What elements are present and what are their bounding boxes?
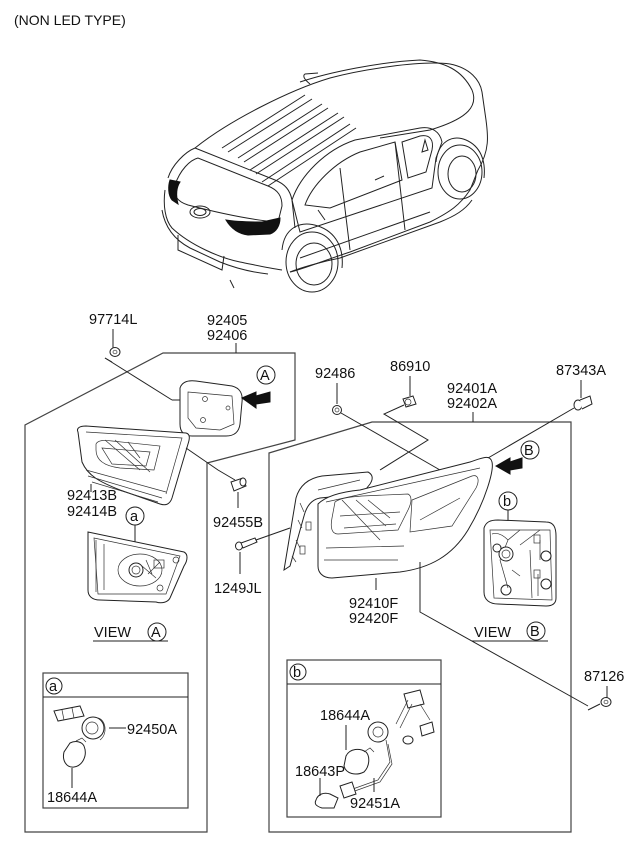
bolt-87343A: [573, 395, 593, 411]
outer-lamp-92410F: [317, 456, 493, 579]
callout-92402A[interactable]: 92402A: [447, 396, 497, 412]
nut-97714L: [109, 347, 121, 357]
view-b-marker: [526, 621, 546, 641]
view-b-housing: [483, 519, 557, 607]
detail-a-header-marker: [45, 677, 63, 695]
callout-92414B[interactable]: 92414B: [67, 504, 117, 520]
detail-b-header-marker: [289, 663, 307, 681]
bulb-18644A-a: [63, 737, 87, 768]
view-a-ref-letter: A: [260, 368, 270, 384]
vehicle-illustration: [161, 59, 489, 293]
view-b-arrow-icon: [494, 457, 523, 475]
view-b-letter: B: [530, 624, 540, 640]
callout-92405[interactable]: 92405: [207, 313, 247, 329]
view-b-label: VIEW: [474, 625, 511, 641]
callout-92486[interactable]: 92486: [315, 366, 355, 382]
detail-box-b: [286, 659, 442, 818]
callout-1249JL[interactable]: 1249JL: [214, 581, 262, 597]
callout-97714L[interactable]: 97714L: [89, 312, 137, 328]
bulb-18644A-b: [343, 747, 375, 775]
callout-92420F[interactable]: 92420F: [349, 611, 398, 627]
diagram-title: (NON LED TYPE): [14, 12, 126, 28]
outer-lamp-bracket: [268, 421, 572, 833]
inner-lamp-bracket: [24, 352, 296, 833]
callout-92413B[interactable]: 92413B: [67, 488, 117, 504]
callout-92406[interactable]: 92406: [207, 328, 247, 344]
nut-87126: [600, 697, 612, 707]
lamp-bracket-panel: [283, 471, 373, 572]
detail-a-letter: a: [130, 509, 139, 525]
detail-b-letter: b: [503, 494, 511, 510]
callout-87343A[interactable]: 87343A: [556, 363, 606, 379]
callout-87126[interactable]: 87126: [584, 669, 624, 685]
detail-b-header-letter: b: [293, 665, 301, 681]
callout-92451A[interactable]: 92451A: [350, 796, 400, 812]
callout-18644A-b[interactable]: 18644A: [320, 708, 370, 724]
screw-1249JL: [235, 537, 258, 551]
callout-18644A-a[interactable]: 18644A: [47, 790, 97, 806]
view-a-arrow-icon: [240, 391, 271, 409]
view-a-label: VIEW: [94, 625, 131, 641]
callout-18643P[interactable]: 18643P: [295, 764, 345, 780]
view-a-ref-marker: [256, 365, 276, 385]
callout-92455B[interactable]: 92455B: [213, 515, 263, 531]
view-a-letter: A: [151, 625, 161, 641]
bulb-18643P: [314, 792, 339, 809]
outer-lamp-group: 92401A 92402A 92486 86910 87343A B: [214, 359, 624, 833]
grommet-92455B: [230, 477, 247, 492]
clip-92486: [332, 405, 342, 415]
clip-86910: [402, 395, 417, 408]
callout-92410F[interactable]: 92410F: [349, 596, 398, 612]
wiring-harness-92451A: [339, 689, 435, 799]
inner-lamp-group: 92405 92406 97714L A: [24, 312, 296, 833]
gasket-92405: [179, 380, 243, 437]
callout-86910[interactable]: 86910: [390, 359, 430, 375]
socket-92450A: [53, 705, 106, 741]
callout-92401A[interactable]: 92401A: [447, 381, 497, 397]
inner-lamp-92413B: [77, 425, 190, 506]
view-a-housing: [87, 531, 188, 604]
detail-a-header-letter: a: [49, 679, 58, 695]
detail-box-a: [42, 672, 189, 809]
view-b-ref-marker: [520, 440, 540, 460]
callout-92450A[interactable]: 92450A: [127, 722, 177, 738]
view-b-ref-letter: B: [524, 443, 534, 459]
